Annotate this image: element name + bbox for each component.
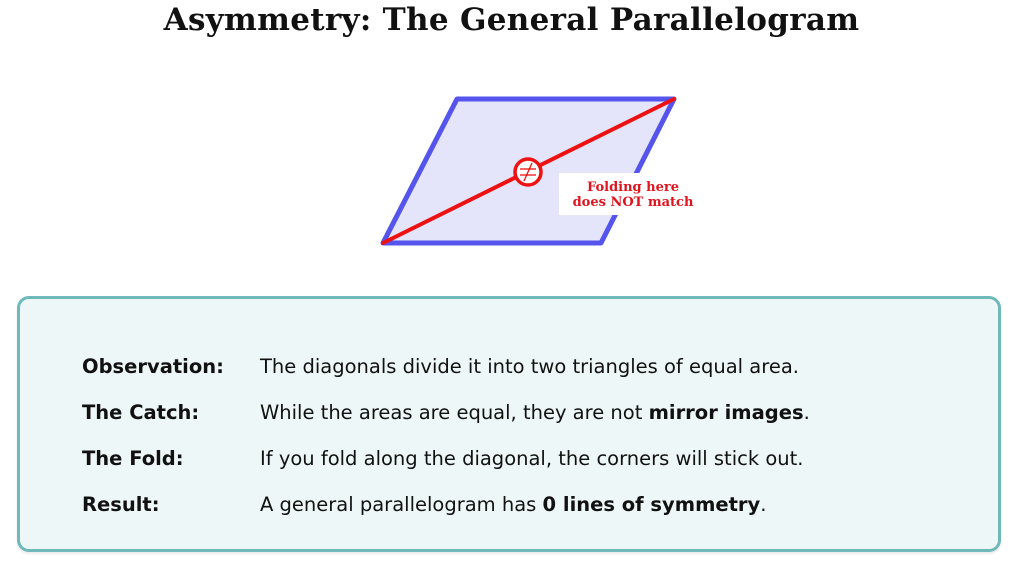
annotation-background (559, 173, 706, 215)
row-catch: The Catch: While the areas are equal, th… (82, 389, 810, 435)
row-label: The Catch: (82, 400, 200, 424)
row-observation: Observation: The diagonals divide it int… (82, 343, 810, 389)
row-text-part: . (760, 492, 767, 516)
row-text-part: . (803, 400, 810, 424)
info-rows: Observation: The diagonals divide it int… (82, 343, 810, 527)
row-text-part: If you fold along the diagonal, the corn… (260, 446, 804, 470)
info-box: Observation: The diagonals divide it int… (17, 296, 1001, 552)
row-fold: The Fold: If you fold along the diagonal… (82, 435, 810, 481)
row-text: While the areas are equal, they are not … (260, 401, 810, 424)
row-text: The diagonals divide it into two triangl… (260, 355, 799, 378)
row-text-part: A general parallelogram has (260, 492, 543, 516)
row-label: The Fold: (82, 446, 184, 470)
row-text: A general parallelogram has 0 lines of s… (260, 493, 766, 516)
parallelogram-diagram: Folding here does NOT match (380, 96, 706, 246)
row-text-part: While the areas are equal, they are not (260, 400, 649, 424)
row-label: Result: (82, 492, 160, 516)
row-text-part: The diagonals divide it into two triangl… (260, 354, 799, 378)
row-text-emphasis: mirror images (648, 400, 804, 424)
row-label: Observation: (82, 354, 224, 378)
row-text-emphasis: 0 lines of symmetry (542, 492, 761, 516)
row-result: Result: A general parallelogram has 0 li… (82, 481, 810, 527)
fold-annotation-line1: Folding here (587, 180, 679, 195)
page-title: Asymmetry: The General Parallelogram (163, 2, 860, 38)
fold-annotation-line2: does NOT match (573, 195, 694, 210)
not-equal-marker-icon (513, 157, 543, 187)
row-text: If you fold along the diagonal, the corn… (260, 447, 803, 470)
